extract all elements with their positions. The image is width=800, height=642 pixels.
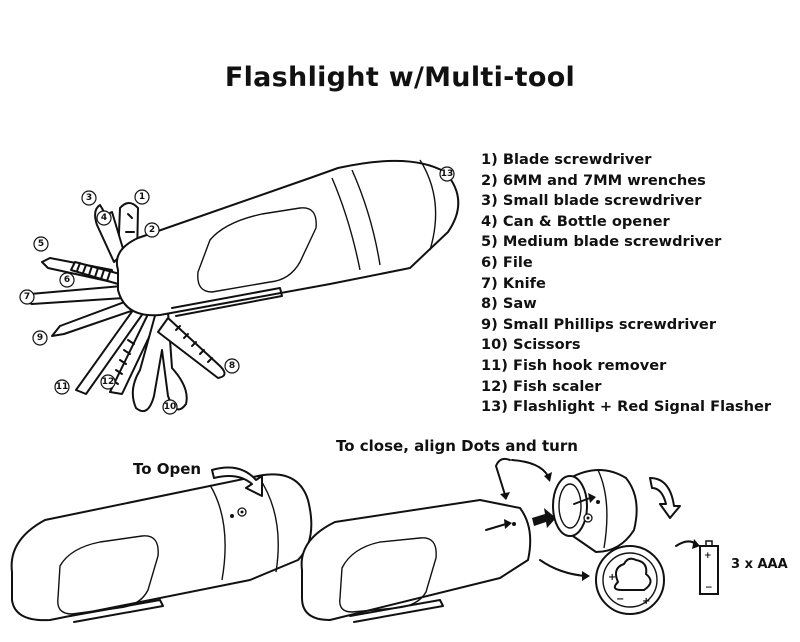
multitool-body: [116, 159, 460, 317]
multitool-grip-panel: [197, 207, 317, 293]
insert-arrow: [532, 508, 556, 528]
list-item: 9) Small Phillips screwdriver: [481, 315, 717, 333]
callout-7: 7: [19, 289, 35, 305]
callout-label: 11: [56, 382, 69, 392]
flashlight-open-illustration: + − + + −: [300, 457, 719, 623]
multitool-illustration: [24, 159, 460, 412]
to-open-caption: To Open: [133, 460, 202, 478]
callout-6: 6: [59, 272, 75, 288]
svg-text:−: −: [705, 583, 713, 593]
callout-3: 3: [81, 190, 97, 206]
multitool-clip: [171, 287, 283, 317]
list-item: 11) Fish hook remover: [481, 356, 667, 374]
knife-blade: [24, 285, 125, 305]
align-arrow-handle: [485, 523, 507, 531]
list-item: 5) Medium blade screwdriver: [481, 233, 722, 251]
battery-spec-label: 3 x AAA: [731, 557, 788, 572]
callout-5: 5: [33, 236, 49, 252]
callout-label: 4: [101, 213, 107, 223]
callout-label: 5: [38, 239, 44, 249]
open-rotation-arrow: [211, 466, 263, 497]
callout-label: 8: [229, 361, 235, 371]
list-item: 12) Fish scaler: [481, 377, 602, 395]
callout-8: 8: [224, 358, 240, 374]
svg-text:+: +: [704, 551, 712, 561]
callout-11: 11: [54, 379, 70, 395]
battery-holder: + − +: [595, 545, 665, 615]
list-item: 7) Knife: [481, 274, 546, 292]
callouts: 1 2 3 4 5 6 7 8 9 10 11 12 13: [19, 166, 455, 415]
callout-12: 12: [100, 374, 116, 390]
to-close-caption: To close, align Dots and turn: [336, 437, 578, 455]
list-item: 3) Small blade screwdriver: [481, 192, 702, 210]
list-item: 2) 6MM and 7MM wrenches: [481, 171, 706, 189]
callout-label: 3: [86, 193, 92, 203]
callout-label: 7: [24, 292, 30, 302]
battery-icon: + −: [699, 540, 719, 595]
flashlight-closed-illustration: [10, 466, 313, 623]
parts-list: 1) Blade screwdriver 2) 6MM and 7MM wren…: [481, 150, 771, 418]
list-item: 13) Flashlight + Red Signal Flasher: [481, 398, 772, 416]
list-item: 1) Blade screwdriver: [481, 151, 652, 168]
callout-9: 9: [32, 330, 48, 346]
callout-2: 2: [144, 222, 160, 238]
callout-4: 4: [96, 210, 112, 226]
flashlight-handle: [300, 499, 532, 621]
callout-label: 2: [149, 225, 155, 235]
callout-label: 10: [164, 402, 177, 412]
callout-10: 10: [162, 399, 178, 415]
list-item: 4) Can & Bottle opener: [481, 212, 670, 230]
flashlight-head: [552, 469, 638, 553]
flashlight-body: [10, 473, 313, 622]
saw-blade: [157, 317, 226, 379]
callout-label: 13: [441, 169, 454, 179]
page-title: Flashlight w/Multi-tool: [224, 62, 576, 93]
callout-label: 1: [139, 192, 145, 202]
list-item: 8) Saw: [481, 295, 537, 313]
callout-13: 13: [439, 166, 455, 182]
svg-text:+: +: [608, 572, 616, 583]
svg-text:−: −: [616, 594, 624, 605]
callout-label: 6: [64, 275, 70, 285]
callout-label: 9: [37, 333, 43, 343]
svg-text:+: +: [642, 596, 650, 607]
list-item: 10) Scissors: [481, 336, 581, 354]
scissors: [131, 311, 188, 412]
callout-1: 1: [134, 189, 150, 205]
close-rotation-arrow: [649, 477, 681, 519]
callout-label: 12: [102, 377, 115, 387]
list-item: 6) File: [481, 253, 533, 271]
